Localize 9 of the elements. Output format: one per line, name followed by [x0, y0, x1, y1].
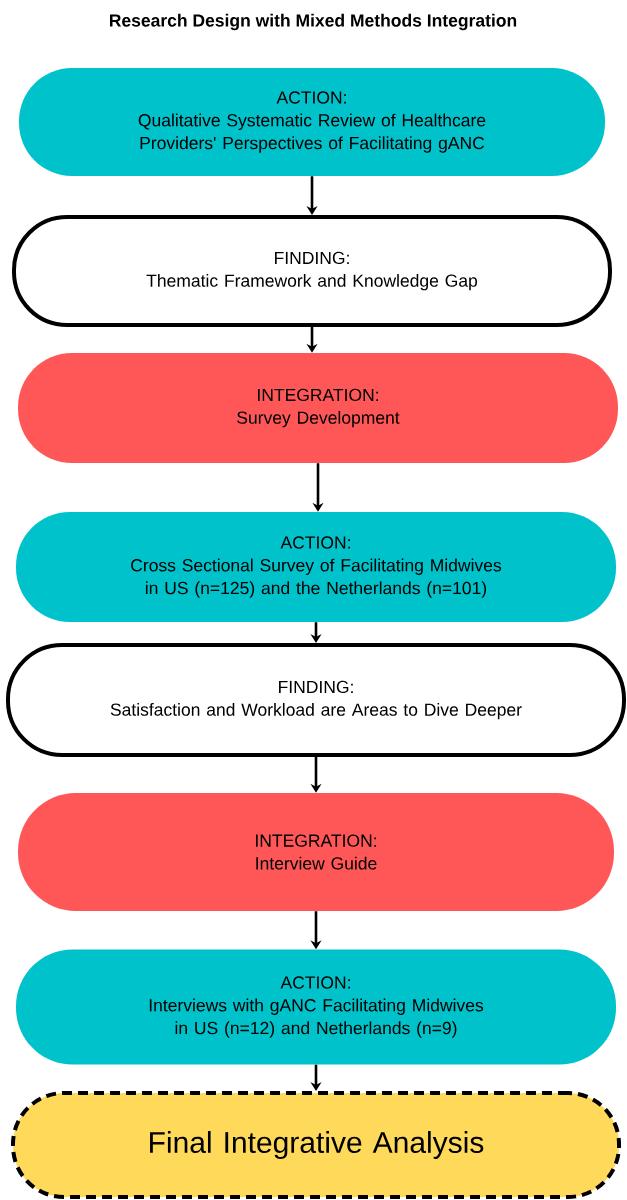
- finding-box: FINDING: Satisfaction and Workload are Areas to Dive Deeper: [6, 643, 626, 757]
- integration-box: INTEGRATION: Interview Guide: [18, 793, 614, 911]
- title: Research Design with Mixed Methods Integration: [110, 13, 517, 31]
- action-box: ACTION: Cross Sectional Survey of Facilitating Midwives in US (n=125) and the Netherlands (n=101): [16, 512, 616, 622]
- final-box: Final Integrative Analysis: [11, 1091, 621, 1199]
- finding-box: FINDING: Thematic Framework and Knowledge Gap: [12, 215, 612, 327]
- integration-box: INTEGRATION: Survey Development: [18, 353, 618, 463]
- action-box: ACTION: Qualitative Systematic Review of Healthcare Providers' Perspectives of Facilitating gANC: [19, 68, 605, 176]
- action-box: ACTION: Interviews with gANC Facilitating Midwives in US (n=12) and Netherlands (n=9): [16, 949, 616, 1065]
